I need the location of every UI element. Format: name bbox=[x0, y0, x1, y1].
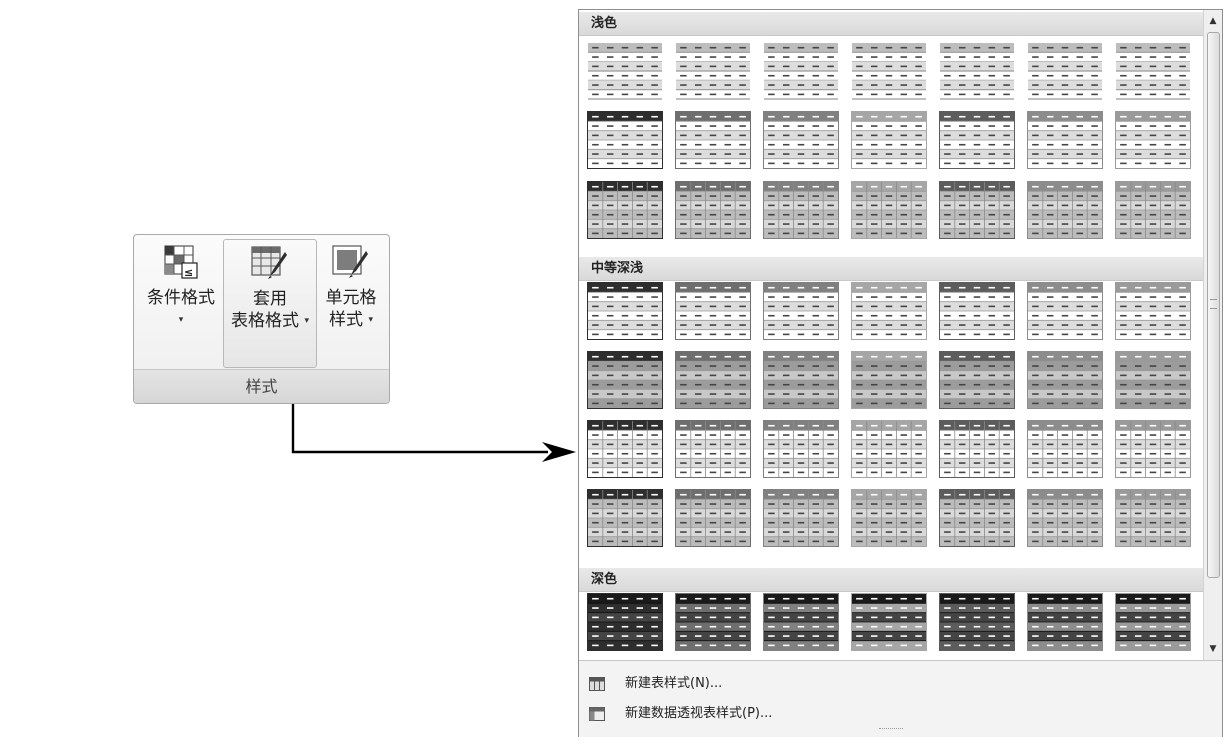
table-style-thumbnail[interactable] bbox=[1027, 111, 1103, 169]
table-style-thumbnail[interactable] bbox=[1115, 111, 1191, 169]
table-style-thumbnail[interactable] bbox=[939, 181, 1015, 239]
svg-text:≤: ≤ bbox=[184, 266, 193, 279]
scroll-thumb[interactable] bbox=[1207, 32, 1220, 578]
table-style-thumbnail[interactable] bbox=[587, 181, 663, 239]
format-as-table-label-line2: 表格格式 bbox=[231, 311, 300, 331]
section-header-light: 浅色 bbox=[579, 12, 1203, 36]
table-style-thumbnail[interactable] bbox=[675, 282, 751, 340]
table-style-thumbnail[interactable] bbox=[763, 351, 839, 409]
table-style-thumbnail[interactable] bbox=[1115, 282, 1191, 340]
table-style-thumbnail[interactable] bbox=[587, 111, 663, 169]
cell-styles-label-line2: 样式 bbox=[329, 310, 364, 330]
table-style-thumbnail[interactable] bbox=[851, 593, 927, 651]
table-style-thumbnail[interactable] bbox=[851, 282, 927, 340]
format-as-table-dropdown-arrow[interactable]: ▾ bbox=[304, 316, 309, 326]
table-style-thumbnail[interactable] bbox=[851, 489, 927, 547]
cell-styles-icon bbox=[332, 245, 368, 278]
gallery-scrollbar[interactable]: ▲ ▼ bbox=[1203, 10, 1222, 660]
table-style-thumbnail[interactable] bbox=[1115, 489, 1191, 547]
table-style-thumbnail[interactable] bbox=[587, 351, 663, 409]
table-style-thumbnail[interactable] bbox=[939, 420, 1015, 478]
cell-styles-dropdown-arrow[interactable]: ▾ bbox=[368, 315, 373, 325]
table-style-thumbnail[interactable] bbox=[1027, 351, 1103, 409]
table-style-thumbnail[interactable] bbox=[1027, 282, 1103, 340]
table-style-thumbnail[interactable] bbox=[851, 42, 927, 100]
table-style-thumbnail[interactable] bbox=[763, 282, 839, 340]
new-table-style-label: 新建表样式(N)... bbox=[625, 676, 723, 691]
table-style-thumbnail[interactable] bbox=[675, 42, 751, 100]
table-style-thumbnail[interactable] bbox=[587, 282, 663, 340]
conditional-format-label: 条件格式 bbox=[147, 288, 215, 308]
scroll-down-button[interactable]: ▼ bbox=[1209, 644, 1217, 654]
table-style-thumbnail[interactable] bbox=[763, 111, 839, 169]
styles-ribbon-group: ≤ 条件格式 ▾ 套用 表格格式 ▾ 单元格 样式 ▾ 样式 bbox=[133, 234, 390, 404]
table-style-thumbnail[interactable] bbox=[1115, 593, 1191, 651]
new-pivot-style-item[interactable]: 新建数据透视表样式(P)... bbox=[579, 701, 1222, 727]
table-style-thumbnail[interactable] bbox=[939, 42, 1015, 100]
table-style-thumbnail[interactable] bbox=[1027, 489, 1103, 547]
table-style-thumbnail[interactable] bbox=[851, 351, 927, 409]
table-style-gallery: 浅色 中等深浅 深色 ▲ ▼ 新建表样式(N)... 新建数据透视表样式(P).… bbox=[578, 9, 1223, 737]
cell-styles-label-line1: 单元格 bbox=[325, 288, 377, 308]
table-style-thumbnail[interactable] bbox=[939, 593, 1015, 651]
new-table-style-icon bbox=[589, 677, 605, 691]
table-style-thumbnail[interactable] bbox=[763, 42, 839, 100]
table-style-thumbnail[interactable] bbox=[851, 111, 927, 169]
table-style-thumbnail[interactable] bbox=[763, 181, 839, 239]
table-style-thumbnail[interactable] bbox=[1027, 42, 1103, 100]
cell-styles-button[interactable]: 单元格 样式 ▾ bbox=[318, 239, 384, 368]
table-style-thumbnail[interactable] bbox=[1115, 42, 1191, 100]
table-style-thumbnail[interactable] bbox=[1115, 181, 1191, 239]
group-label: 样式 bbox=[134, 369, 389, 403]
table-style-thumbnail[interactable] bbox=[1115, 351, 1191, 409]
table-style-thumbnail[interactable] bbox=[1115, 420, 1191, 478]
table-style-thumbnail[interactable] bbox=[587, 593, 663, 651]
table-style-thumbnail[interactable] bbox=[939, 111, 1015, 169]
table-style-thumbnail[interactable] bbox=[939, 282, 1015, 340]
gallery-body: 浅色 中等深浅 深色 bbox=[579, 10, 1203, 660]
new-table-style-item[interactable]: 新建表样式(N)... bbox=[579, 671, 1222, 697]
table-style-thumbnail[interactable] bbox=[1027, 181, 1103, 239]
scroll-up-button[interactable]: ▲ bbox=[1209, 16, 1217, 26]
conditional-format-dropdown-arrow[interactable]: ▾ bbox=[178, 315, 184, 325]
new-pivot-style-label: 新建数据透视表样式(P)... bbox=[625, 706, 773, 721]
table-style-thumbnail[interactable] bbox=[1027, 420, 1103, 478]
table-style-thumbnail[interactable] bbox=[763, 593, 839, 651]
table-style-thumbnail[interactable] bbox=[587, 420, 663, 478]
new-pivot-style-icon bbox=[589, 707, 605, 721]
table-style-thumbnail[interactable] bbox=[939, 351, 1015, 409]
table-style-thumbnail[interactable] bbox=[675, 351, 751, 409]
table-style-thumbnail[interactable] bbox=[939, 489, 1015, 547]
format-as-table-icon bbox=[251, 246, 287, 279]
table-style-thumbnail[interactable] bbox=[763, 489, 839, 547]
table-style-thumbnail[interactable] bbox=[1027, 593, 1103, 651]
table-style-thumbnail[interactable] bbox=[763, 420, 839, 478]
section-header-dark: 深色 bbox=[579, 568, 1203, 592]
conditional-format-button[interactable]: ≤ 条件格式 ▾ bbox=[140, 239, 222, 368]
table-style-thumbnail[interactable] bbox=[675, 420, 751, 478]
table-style-thumbnail[interactable] bbox=[587, 42, 663, 100]
conditional-format-icon: ≤ bbox=[164, 245, 198, 279]
table-style-thumbnail[interactable] bbox=[675, 181, 751, 239]
table-style-thumbnail[interactable] bbox=[675, 489, 751, 547]
table-style-thumbnail[interactable] bbox=[587, 489, 663, 547]
table-style-thumbnail[interactable] bbox=[675, 111, 751, 169]
format-as-table-button[interactable]: 套用 表格格式 ▾ bbox=[223, 239, 317, 368]
gallery-menu: 新建表样式(N)... 新建数据透视表样式(P)... bbox=[579, 660, 1222, 737]
table-style-thumbnail[interactable] bbox=[851, 181, 927, 239]
table-style-thumbnail[interactable] bbox=[675, 593, 751, 651]
section-header-medium: 中等深浅 bbox=[579, 257, 1203, 281]
format-as-table-label-line1: 套用 bbox=[253, 289, 287, 309]
resize-grip[interactable] bbox=[879, 728, 903, 733]
table-style-thumbnail[interactable] bbox=[851, 420, 927, 478]
